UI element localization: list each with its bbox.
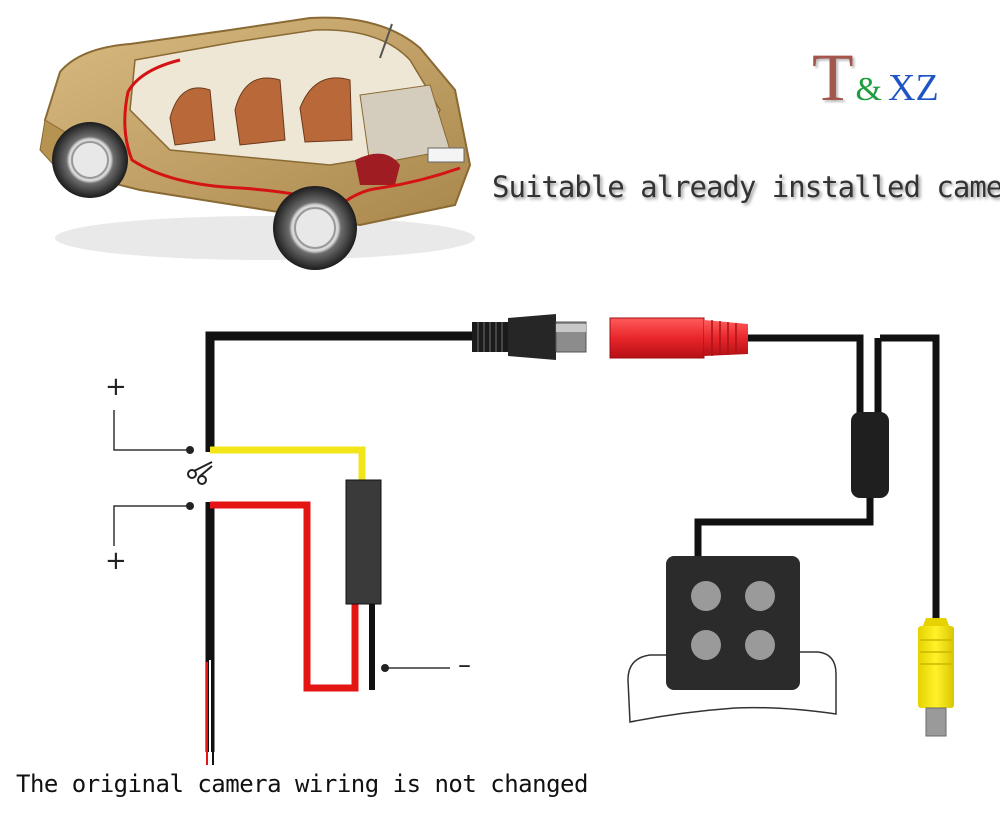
camera-led (745, 630, 775, 660)
female-dc-connector (609, 317, 748, 359)
brand-logo: T&XZ (812, 38, 939, 117)
male-dc-connector (472, 314, 587, 360)
caption: The original camera wiring is not change… (16, 770, 588, 798)
car-illustration (39, 16, 475, 270)
plus-label-top: + (105, 372, 127, 402)
camera-led (691, 630, 721, 660)
left-wiring (113, 331, 478, 765)
camera-led (691, 581, 721, 611)
camera-unit (627, 556, 837, 723)
brand-t: T (812, 39, 854, 115)
scissors-icon (187, 461, 213, 485)
brand-amp: & (855, 71, 882, 108)
brand-xz: XZ (888, 67, 939, 109)
plus-label-bottom: + (105, 546, 127, 576)
camera-led (745, 581, 775, 611)
tagline: Suitable already installed camera (492, 170, 1000, 204)
camera-wiring (694, 334, 940, 624)
rca-connector (918, 618, 954, 737)
minus-label: – (458, 650, 471, 680)
inline-filter (851, 412, 889, 498)
filter-box (345, 479, 382, 605)
